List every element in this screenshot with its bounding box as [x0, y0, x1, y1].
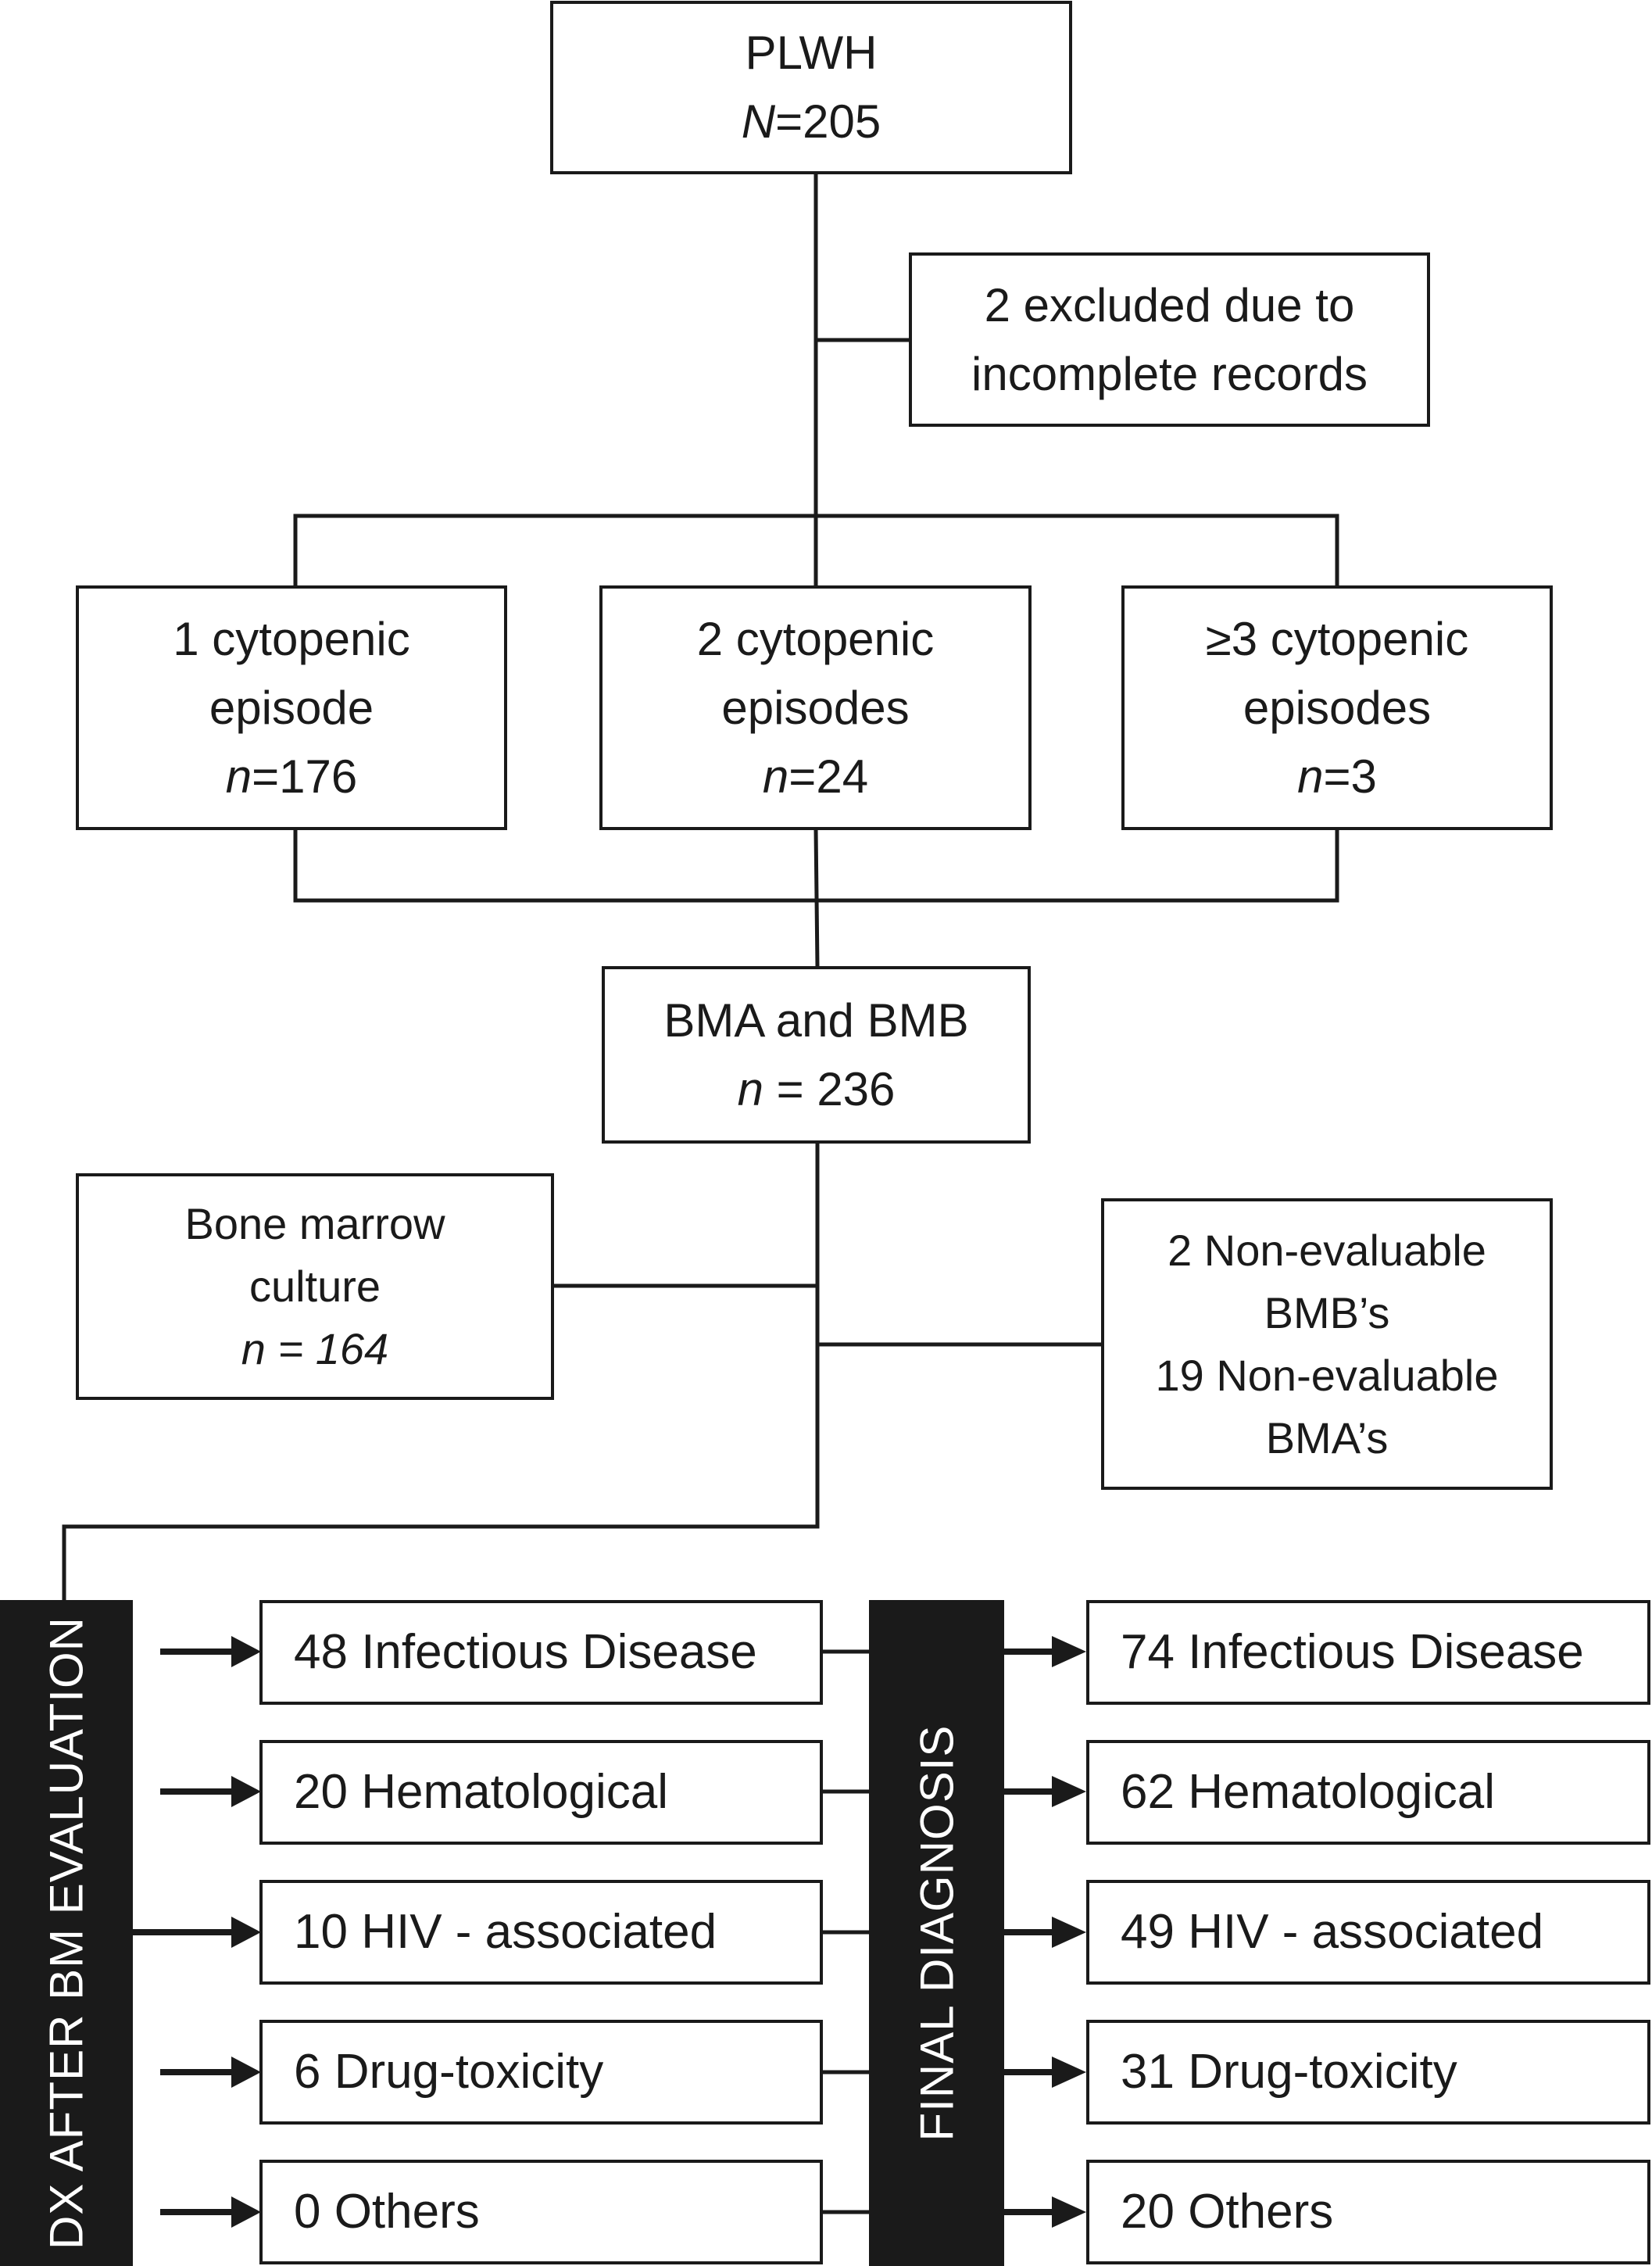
plwh-count: N=205: [741, 95, 881, 148]
final-drug-toxicity: 31 Drug-toxicity: [1121, 2045, 1457, 2099]
dx-after-drug-toxicity: 6 Drug-toxicity: [294, 2045, 604, 2099]
dx-after-others: 0 Others: [294, 2185, 480, 2239]
final-hiv: 49 HIV - associated: [1121, 1905, 1544, 1959]
episode-3-line-2: episodes: [1243, 681, 1432, 734]
episode-2-count: n=24: [762, 750, 869, 803]
dx-after-hematological-box: 20 Hematological: [259, 1740, 823, 1845]
final-drug-toxicity-box: 31 Drug-toxicity: [1086, 2020, 1650, 2125]
culture-line-2: culture: [249, 1262, 381, 1311]
nonevaluable-line-4: BMA’s: [1265, 1412, 1389, 1462]
excluded-line-1: 2 excluded due to: [984, 278, 1355, 331]
plwh-label: PLWH: [745, 27, 878, 79]
final-hematological: 62 Hematological: [1121, 1765, 1496, 1819]
episode-1-count: n=176: [225, 750, 358, 803]
nonevaluable-line-1: 2 Non-evaluable: [1167, 1225, 1486, 1275]
dx-after-others-box: 0 Others: [259, 2160, 823, 2264]
episode-2-line-1: 2 cytopenic: [696, 612, 935, 665]
nonevaluable-line-2: BMB’s: [1264, 1287, 1390, 1337]
bma-bmb-label: BMA and BMB: [663, 993, 969, 1047]
episode-box-2: 2 cytopenic episodes n=24: [599, 585, 1032, 830]
episode-3-count: n=3: [1297, 750, 1377, 803]
bma-bmb-count: n = 236: [737, 1062, 896, 1115]
dx-after-bm-evaluation-label: DX AFTER BM EVALUATION: [40, 1616, 93, 2250]
final-diagnosis-bar: FINAL DIAGNOSIS: [869, 1600, 1004, 2266]
dx-after-hiv: 10 HIV - associated: [294, 1905, 717, 1959]
nonevaluable-line-3: 19 Non-evaluable: [1155, 1350, 1499, 1400]
dx-after-hiv-box: 10 HIV - associated: [259, 1880, 823, 1985]
bma-bmb-box: BMA and BMB n = 236: [602, 966, 1031, 1144]
final-others: 20 Others: [1121, 2185, 1334, 2239]
excluded-line-2: incomplete records: [971, 347, 1368, 400]
episode-3-line-1: ≥3 cytopenic: [1205, 612, 1469, 665]
non-evaluable-box: 2 Non-evaluable BMB’s 19 Non-evaluable B…: [1101, 1198, 1553, 1490]
plwh-box: PLWH N=205: [550, 1, 1072, 174]
dx-after-drug-toxicity-box: 6 Drug-toxicity: [259, 2020, 823, 2125]
final-hematological-box: 62 Hematological: [1086, 1740, 1650, 1845]
episode-1-line-1: 1 cytopenic: [173, 612, 410, 665]
final-hiv-box: 49 HIV - associated: [1086, 1880, 1650, 1985]
final-infectious-box: 74 Infectious Disease: [1086, 1600, 1650, 1705]
dx-after-bm-evaluation-bar: DX AFTER BM EVALUATION: [0, 1600, 133, 2266]
culture-line-1: Bone marrow: [184, 1199, 445, 1248]
culture-count: n = 164: [241, 1324, 389, 1373]
bone-marrow-culture-box: Bone marrow culture n = 164: [76, 1173, 554, 1400]
dx-after-infectious-box: 48 Infectious Disease: [259, 1600, 823, 1705]
dx-after-hematological: 20 Hematological: [294, 1765, 669, 1819]
final-infectious: 74 Infectious Disease: [1121, 1625, 1584, 1679]
excluded-box: 2 excluded due to incomplete records: [909, 252, 1430, 427]
episode-box-1: 1 cytopenic episode n=176: [76, 585, 507, 830]
final-diagnosis-label: FINAL DIAGNOSIS: [910, 1724, 963, 2142]
episode-1-line-2: episode: [209, 681, 374, 734]
final-others-box: 20 Others: [1086, 2160, 1650, 2264]
episode-box-3: ≥3 cytopenic episodes n=3: [1121, 585, 1553, 830]
dx-after-infectious: 48 Infectious Disease: [294, 1625, 757, 1679]
episode-2-line-2: episodes: [721, 681, 910, 734]
